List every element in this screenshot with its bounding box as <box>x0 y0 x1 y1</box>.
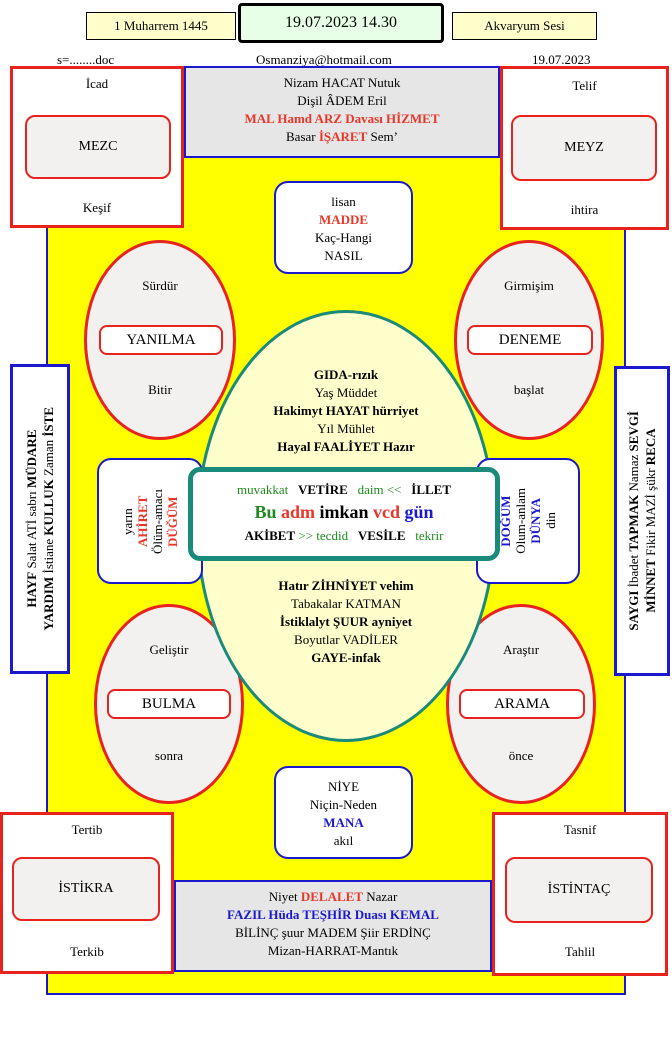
oval-bl-center: BULMA <box>107 689 231 719</box>
bottom-panel-line1: Niyet DELALET Nazar <box>268 889 398 904</box>
corner-br-bottom: Tahlil <box>564 944 596 959</box>
oval-br-top: Araştır <box>502 642 540 657</box>
corner-tl-top: İcad <box>85 76 109 91</box>
oval-tr-center: DENEME <box>467 325 593 355</box>
corner-tl-bottom: Keşif <box>82 200 112 215</box>
bottom-panel-line4: Mizan-HARRAT-Mantık <box>267 943 399 958</box>
corner-tr-bottom: ihtira <box>570 202 599 217</box>
right-side-line2: MİNNET Fikir MAZİ şükr RECA <box>643 428 658 614</box>
header-right-ribbon: Akvaryum Sesi <box>452 12 597 40</box>
corner-bl-bottom: Terkib <box>70 944 104 959</box>
right-mid-l4: din <box>543 512 558 530</box>
header-left-ribbon: 1 Muharrem 1445 <box>86 12 236 40</box>
right-side-box: SAYGI İbadet TAPMAK Namaz SEVGİ MİNNET F… <box>614 366 670 676</box>
bottom-center-box: NİYE Niçin-Neden MANA akıl <box>274 766 413 859</box>
center-oval-top-text: GIDA-rızık Yaş Müddet Hakimyt HAYAT hürr… <box>273 367 419 454</box>
bottom-panel-line2: FAZIL Hüda TEŞHİR Duası KEMAL <box>227 907 439 922</box>
left-side-line2: YARDIM İstiane KULLUK Zaman İSTE <box>41 407 56 631</box>
bottom-box-l4: akıl <box>333 833 354 848</box>
oval-tr-bottom: başlat <box>513 382 545 397</box>
corner-box-top-left: İcad MEZC Keşif <box>10 66 184 228</box>
oval-bl-top: Geliştir <box>149 642 189 657</box>
right-side-line1: SAYGI İbadet TAPMAK Namaz SEVGİ <box>626 411 641 631</box>
right-mid-l1: DOĞUM <box>498 495 513 547</box>
top-box-l2: MADDE <box>318 212 369 227</box>
top-box-l4: NASIL <box>324 248 363 263</box>
oval-br-center: ARAMA <box>459 689 585 719</box>
right-mid-l2: Olum-anlam <box>513 488 528 554</box>
top-box-l3: Kaç-Hangi <box>314 230 373 245</box>
top-panel-line2: Dişil ÂDEM Eril <box>297 93 387 108</box>
email: Osmanziya@hotmail.com <box>256 52 392 67</box>
corner-bl-center: İSTİKRA <box>12 857 160 921</box>
top-panel: Nizam HACAT Nutuk Dişil ÂDEM Eril MAL Ha… <box>184 66 500 158</box>
bottom-panel-line3: BİLİNÇ şuur MADEM Şiir ERDİNÇ <box>235 925 431 940</box>
center-box-row2: Bu adm imkan vcd gün <box>254 502 434 522</box>
top-panel-line1: Nizam HACAT Nutuk <box>283 75 401 90</box>
corner-bl-top: Tertib <box>71 822 103 837</box>
corner-br-top: Tasnif <box>563 822 597 837</box>
file-name: s=........doc <box>57 52 115 67</box>
oval-tr-top: Girmişim <box>504 278 554 293</box>
oval-tl-top: Sürdür <box>142 278 178 293</box>
oval-top-right: Girmişim DENEME başlat <box>454 240 604 440</box>
top-center-box: lisan MADDE Kaç-Hangi NASIL <box>274 181 413 274</box>
corner-tl-center: MEZC <box>25 115 171 179</box>
oval-bottom-left: Geliştir BULMA sonra <box>94 604 244 804</box>
center-box-row1: muvakkat VETİRE daim << İLLET <box>236 482 452 497</box>
center-box: muvakkat VETİRE daim << İLLET Bu adm imk… <box>188 467 500 561</box>
bottom-box-l3: MANA <box>323 815 364 830</box>
oval-br-bottom: önce <box>508 748 534 763</box>
corner-tr-center: MEYZ <box>511 115 657 181</box>
oval-bl-bottom: sonra <box>154 748 184 763</box>
left-mid-l3: Ölüm-amacı <box>150 488 165 554</box>
header-date: 19.07.2023 <box>532 52 591 67</box>
left-side-box: HAYF Salat ATİ sabrı MÜDARE YARDIM İstia… <box>10 364 70 674</box>
center-oval-bottom-text: Hatır ZİHNİYET vehim Tabakalar KATMAN İs… <box>278 578 414 665</box>
bottom-box-l1: NİYE <box>327 779 360 794</box>
top-panel-line4: Basar İŞARET Sem’ <box>286 129 398 144</box>
left-side-line1: HAYF Salat ATİ sabrı MÜDARE <box>24 430 39 608</box>
header-center-box: 19.07.2023 14.30 <box>238 3 444 43</box>
left-mid-l1: yarın <box>120 507 135 535</box>
top-panel-line3: MAL Hamd ARZ Davası HİZMET <box>244 111 440 126</box>
bottom-box-l2: Niçin-Neden <box>309 797 378 812</box>
oval-top-left: Sürdür YANILMA Bitir <box>84 240 236 440</box>
oval-tl-center: YANILMA <box>99 325 223 355</box>
corner-tr-top: Telif <box>572 78 597 93</box>
corner-br-center: İSTİNTAÇ <box>505 857 653 923</box>
right-mid-l3: DÜNYA <box>528 498 543 544</box>
center-box-row3: AKİBET >> tecdid VESİLE tekrir <box>244 528 444 543</box>
bottom-panel: Niyet DELALET Nazar FAZIL Hüda TEŞHİR Du… <box>174 880 492 972</box>
corner-box-bottom-left: Tertib İSTİKRA Terkib <box>0 812 174 974</box>
left-mid-box: yarın AHİRET Ölüm-amacı DÜĞÜM <box>97 458 203 584</box>
left-mid-l4: DÜĞÜM <box>165 495 180 547</box>
oval-tl-bottom: Bitir <box>148 382 172 397</box>
corner-box-top-right: Telif MEYZ ihtira <box>500 66 669 230</box>
top-box-l1: lisan <box>331 194 356 209</box>
corner-box-bottom-right: Tasnif İSTİNTAÇ Tahlil <box>492 812 668 976</box>
left-mid-l2: AHİRET <box>135 495 150 547</box>
